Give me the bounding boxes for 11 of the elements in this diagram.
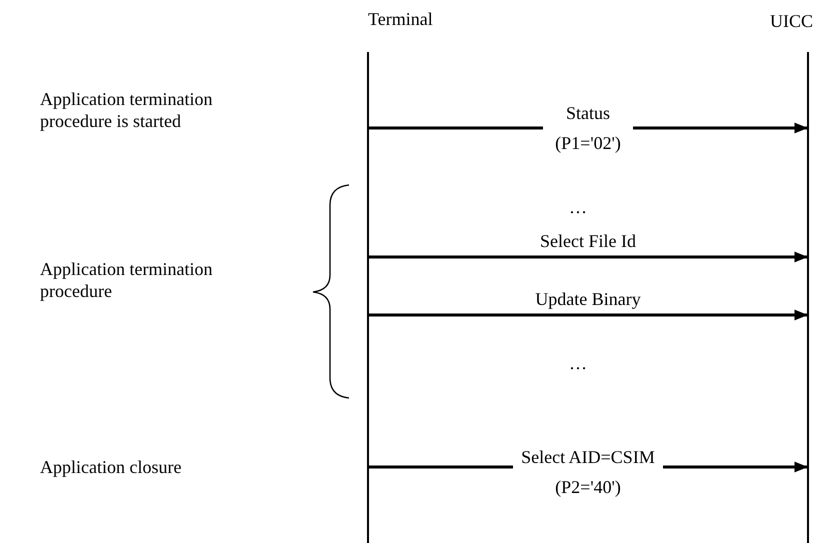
message-label: Update Binary — [534, 288, 642, 311]
message-arrow — [368, 310, 808, 320]
message-label: Select File Id — [539, 230, 637, 253]
ellipsis: … — [568, 196, 588, 218]
step-label: Application termination procedure is started — [40, 88, 214, 132]
ellipsis: … — [568, 352, 588, 374]
message-arrow — [368, 252, 808, 262]
step-label: Application termination procedure — [40, 258, 214, 302]
participant-label: Terminal — [368, 8, 433, 30]
participant-label: UICC — [770, 10, 814, 32]
step-label: Application closure — [40, 456, 182, 478]
